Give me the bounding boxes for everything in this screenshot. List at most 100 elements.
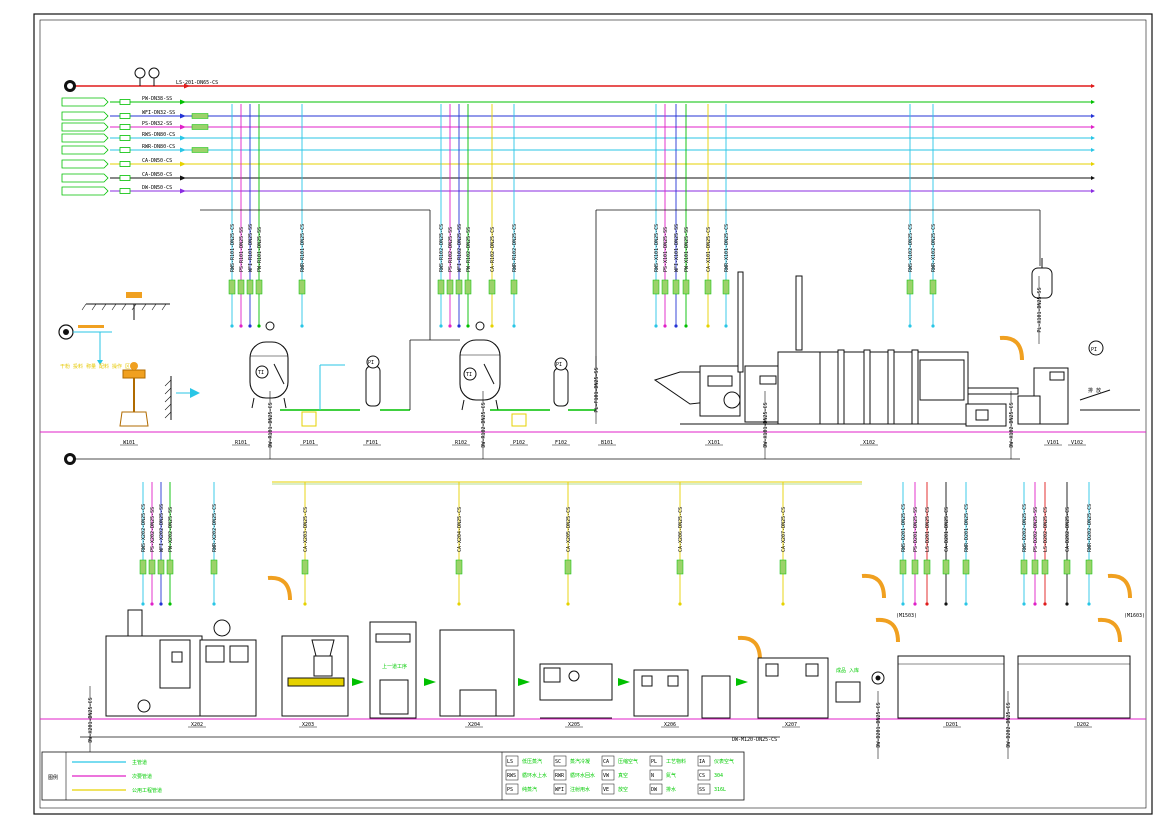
legend-meaning: 仪表空气 (714, 758, 734, 765)
equipment-tag: X203 (302, 722, 314, 728)
drop-label: RWS-R102-DN25-CS (439, 224, 445, 272)
legend-meaning: 氮气 (666, 772, 676, 779)
header-source-tag (61, 111, 109, 121)
svg-text:TI: TI (258, 370, 264, 376)
equipment-tag: P101 (303, 440, 315, 446)
drop-label: CA-X207-DN25-CS (781, 507, 787, 552)
pump-symbol-left: 干粉 投料 称量 配料 操作 区 (58, 324, 130, 370)
legend-code: LS (507, 759, 513, 765)
drop-label: PW-R101-DN25-SS (257, 227, 263, 272)
header-label: CA-DN50-CS (142, 158, 172, 164)
legend-code: WFI (555, 787, 564, 793)
labeler-x205 (539, 663, 630, 719)
bottom-main-label: DW-M120-DN25-CS (732, 737, 777, 743)
legend-code: CS (699, 773, 705, 779)
drop-label: PS-R102-DN25-SS (448, 227, 454, 272)
drop-label: CA-X203-DN25-CS (303, 507, 309, 552)
drain-label: PL-F101-DN25-SS (594, 367, 600, 412)
cabinet-x203b: 上一道工序 (369, 621, 436, 719)
legend-code: VE (603, 787, 609, 793)
legend-meaning: 放空 (618, 786, 628, 793)
legend-meaning: 排水 (666, 786, 676, 793)
outer-frame (33, 13, 1153, 815)
equipment-tag: F102 (555, 440, 567, 446)
header-source-tag (61, 186, 109, 196)
warehouse-d202 (1017, 655, 1131, 719)
drop-label: LS-D202-DN25-CS (1043, 507, 1049, 552)
equipment-tag: D202 (1077, 722, 1089, 728)
legend-meaning: 循环水上水 (522, 772, 547, 779)
drop-label: PW-X101-DN25-SS (684, 227, 690, 272)
legend-code: RWS (507, 773, 516, 779)
header-source-tag (61, 97, 109, 107)
equipment-tag: P102 (513, 440, 525, 446)
drain-label: DW-R102-DN25-CS (481, 402, 487, 447)
transfer-pump-p102 (490, 409, 550, 427)
svg-text:TI: TI (466, 372, 472, 378)
drop-label: CA-R102-DN25-CS (490, 227, 496, 272)
drop-label: RWR-X101-DN25-CS (724, 224, 730, 272)
equipment-tag: V101 (1047, 440, 1059, 446)
legend-title: 图例 (48, 774, 58, 781)
legend-meaning: 304 (714, 773, 723, 779)
legend-meaning: 压缩空气 (618, 758, 638, 765)
equipment-tag: X102 (863, 440, 875, 446)
right-label-m1503: (M1503) (896, 613, 917, 619)
filter-f102: PI (553, 209, 1041, 411)
svg-text:上一道工序: 上一道工序 (382, 663, 407, 670)
equipment-tag: X205 (568, 722, 580, 728)
header-label: PS-DN32-SS (142, 121, 172, 127)
packer-x206 (633, 669, 748, 719)
legend-meaning: 316L (714, 787, 726, 793)
header-source-tag (61, 173, 109, 183)
washing-machine-x101 (653, 271, 790, 425)
equipment-tag: W101 (123, 440, 135, 446)
equipment-tag: B101 (601, 440, 613, 446)
drop-label: RWS-R101-DN25-CS (230, 224, 236, 272)
drop-label: LS-D201-DN25-CS (925, 507, 931, 552)
svg-text:PI: PI (556, 362, 562, 368)
equipment-tag: D201 (946, 722, 958, 728)
drop-label: CA-X204-DN25-CS (457, 507, 463, 552)
gauge-icon (148, 67, 160, 79)
header-label: PW-DN38-SS (142, 96, 172, 102)
drop-label: CA-D201-DN25-CS (944, 507, 950, 552)
drain-label: PL-X101-DN25-SS (1037, 287, 1043, 332)
drop-label: WFI-R101-DN25-SS (248, 224, 254, 272)
equipment-tag: X204 (468, 722, 480, 728)
drop-label: PS-D202-DN25-SS (1033, 507, 1039, 552)
header-label: RWS-DN80-CS (142, 132, 175, 138)
drop-label: RWS-X101-DN25-CS (654, 224, 660, 272)
legend-code: IA (699, 759, 705, 765)
svg-text:成品 入库: 成品 入库 (836, 667, 859, 674)
gauge-icon (134, 67, 146, 79)
svg-text:PI: PI (1091, 347, 1097, 353)
drop-label: RWR-D201-DN25-CS (964, 504, 970, 552)
sterilizer-x202 (105, 609, 257, 717)
equipment-tag: X206 (664, 722, 676, 728)
drain-label: DW-X101-DN25-CS (763, 402, 769, 447)
legend-meaning: 纯蒸汽 (522, 786, 537, 793)
transfer-pump-p101 (280, 364, 345, 427)
filler-v101: PI 排 放 (1017, 258, 1140, 425)
legend-code: N (651, 773, 654, 779)
legend-line-label: 主管道 (132, 759, 147, 766)
equipment-tag: R102 (455, 440, 467, 446)
reactor-r102: TI (459, 321, 501, 411)
drop-label: PS-D201-DN25-SS (913, 507, 919, 552)
drop-label: WFI-X101-DN25-SS (674, 224, 680, 272)
drop-label: RWR-R102-DN25-CS (512, 224, 518, 272)
drop-label: WFI-X202-DN25-SS (159, 504, 165, 552)
tunnel-oven-x102 (777, 275, 1019, 427)
equipment-tag: X101 (708, 440, 720, 446)
legend-code: VW (603, 773, 610, 779)
legend-code: RWR (555, 773, 565, 779)
right-label-m1603: (M1603) (1124, 613, 1145, 619)
ceiling-hoist (81, 292, 170, 320)
legend-meaning: 低压蒸汽 (522, 758, 542, 765)
header-label: RWR-DN80-CS (142, 144, 175, 150)
